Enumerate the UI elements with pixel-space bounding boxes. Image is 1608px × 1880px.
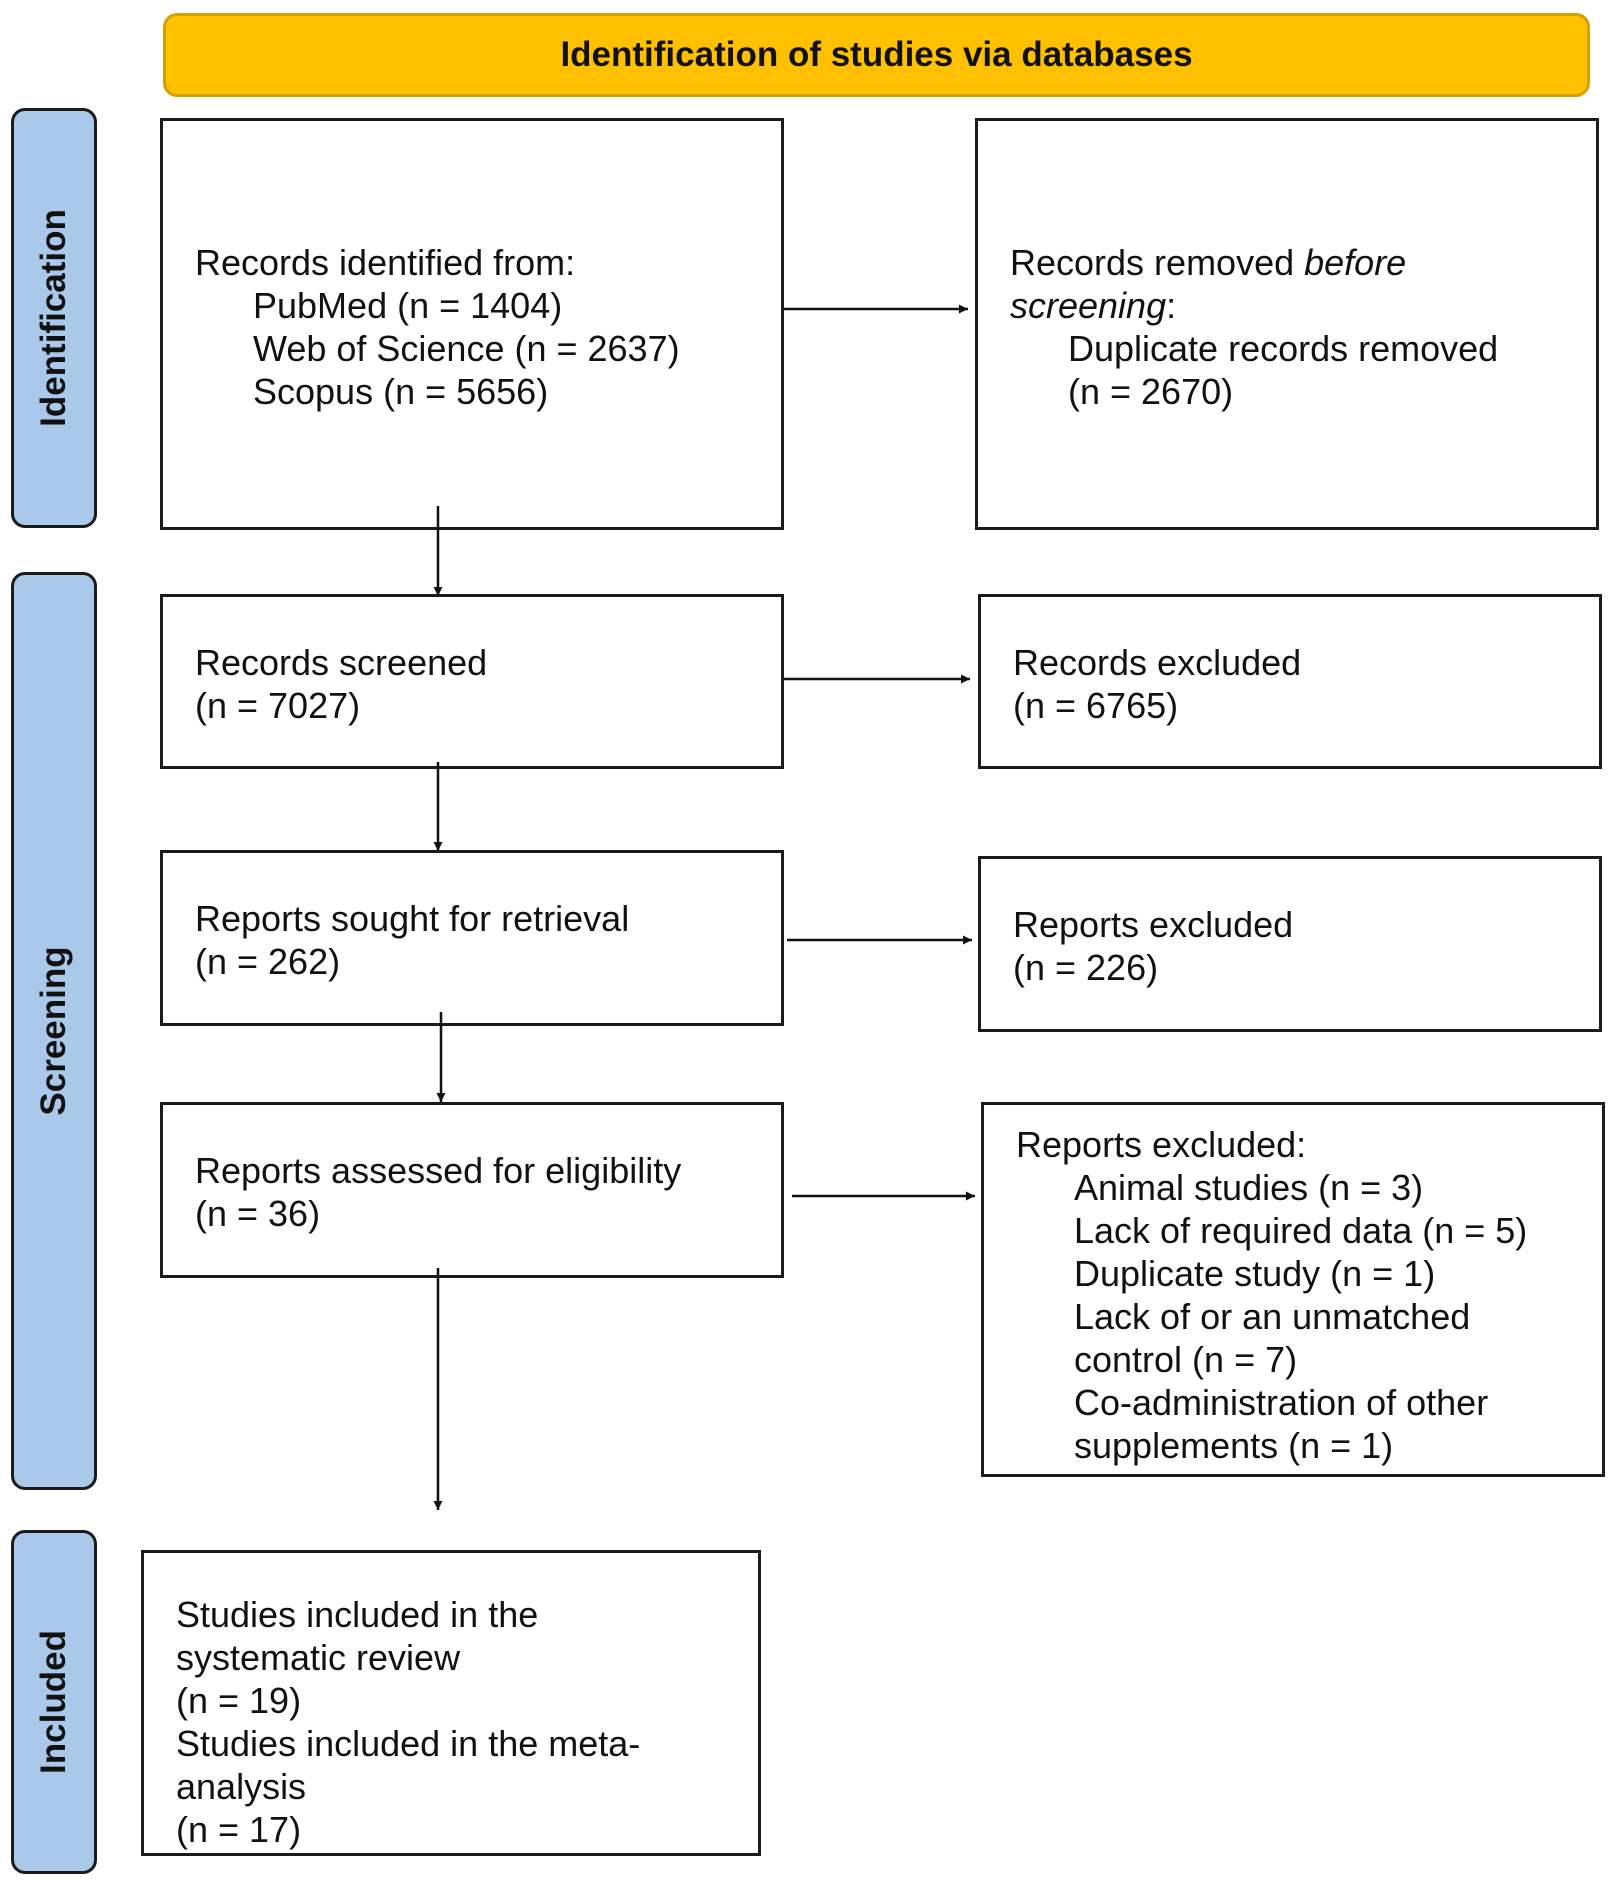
exclusion-reason: Lack of or an unmatched — [1074, 1296, 1471, 1337]
included-line5: analysis — [176, 1766, 307, 1807]
records-screened-box: Records screened (n = 7027) — [160, 594, 784, 769]
exclusion-reason: supplements (n = 1) — [1074, 1425, 1394, 1466]
studies-included-box: Studies included in the systematic revie… — [141, 1550, 761, 1856]
stage-screening: Screening — [11, 572, 97, 1490]
records-identified-pubmed: PubMed (n = 1404) — [253, 285, 563, 326]
included-line2: systematic review — [176, 1637, 461, 1678]
records-screened-label: Records screened — [195, 642, 488, 683]
records-excluded-count: (n = 6765) — [1013, 685, 1179, 726]
exclusion-reason: Duplicate study (n = 1) — [1074, 1253, 1436, 1294]
reports-assessed-box: Reports assessed for eligibility (n = 36… — [160, 1102, 784, 1278]
stage-screening-label: Screening — [34, 946, 73, 1116]
reports-sought-label: Reports sought for retrieval — [195, 898, 630, 939]
records-removed-line2-italic: screening — [1010, 285, 1167, 326]
records-identified-box: Records identified from: PubMed (n = 140… — [160, 118, 784, 530]
records-removed-line2-suffix: : — [1166, 285, 1177, 326]
records-removed-line1-prefix: Records removed — [1010, 242, 1305, 283]
records-removed-box: Records removed before screening: Duplic… — [975, 118, 1599, 530]
included-line4: Studies included in the meta- — [176, 1723, 641, 1764]
records-removed-line4: (n = 2670) — [1068, 371, 1234, 412]
reports-sought-count: (n = 262) — [195, 941, 341, 982]
records-removed-line1: Records removed before — [1010, 241, 1498, 284]
included-line6: (n = 17) — [176, 1809, 302, 1850]
reports-excluded-label: Reports excluded — [1013, 904, 1294, 945]
reports-sought-box: Reports sought for retrieval (n = 262) — [160, 850, 784, 1026]
reports-excluded-reasons-heading: Reports excluded: — [1016, 1124, 1307, 1165]
header-title: Identification of studies via databases — [560, 35, 1193, 74]
stage-included: Included — [11, 1530, 97, 1874]
header-identification-bar: Identification of studies via databases — [163, 13, 1590, 97]
exclusion-reason: control (n = 7) — [1074, 1339, 1298, 1380]
stage-included-label: Included — [34, 1630, 73, 1774]
exclusion-reason: Lack of required data (n = 5) — [1074, 1210, 1528, 1251]
records-removed-line1-italic: before — [1304, 242, 1407, 283]
reports-excluded-count: (n = 226) — [1013, 947, 1159, 988]
included-line1: Studies included in the — [176, 1594, 539, 1635]
stage-identification-label: Identification — [34, 209, 73, 427]
exclusion-reason: Co-administration of other — [1074, 1382, 1489, 1423]
reports-excluded-reasons-box: Reports excluded: Animal studies (n = 3)… — [981, 1102, 1605, 1477]
records-removed-line2: screening: — [1010, 284, 1498, 327]
records-identified-heading: Records identified from: — [195, 242, 576, 283]
stage-identification: Identification — [11, 108, 97, 528]
exclusion-reason: Animal studies (n = 3) — [1074, 1167, 1424, 1208]
reports-assessed-count: (n = 36) — [195, 1193, 321, 1234]
reports-excluded-box: Reports excluded (n = 226) — [978, 856, 1602, 1032]
records-identified-scopus: Scopus (n = 5656) — [253, 371, 549, 412]
records-screened-count: (n = 7027) — [195, 685, 361, 726]
reports-assessed-label: Reports assessed for eligibility — [195, 1150, 682, 1191]
included-line3: (n = 19) — [176, 1680, 302, 1721]
records-excluded-label: Records excluded — [1013, 642, 1302, 683]
records-excluded-box: Records excluded (n = 6765) — [978, 594, 1602, 769]
records-removed-line3: Duplicate records removed — [1068, 328, 1499, 369]
records-identified-wos: Web of Science (n = 2637) — [253, 328, 680, 369]
